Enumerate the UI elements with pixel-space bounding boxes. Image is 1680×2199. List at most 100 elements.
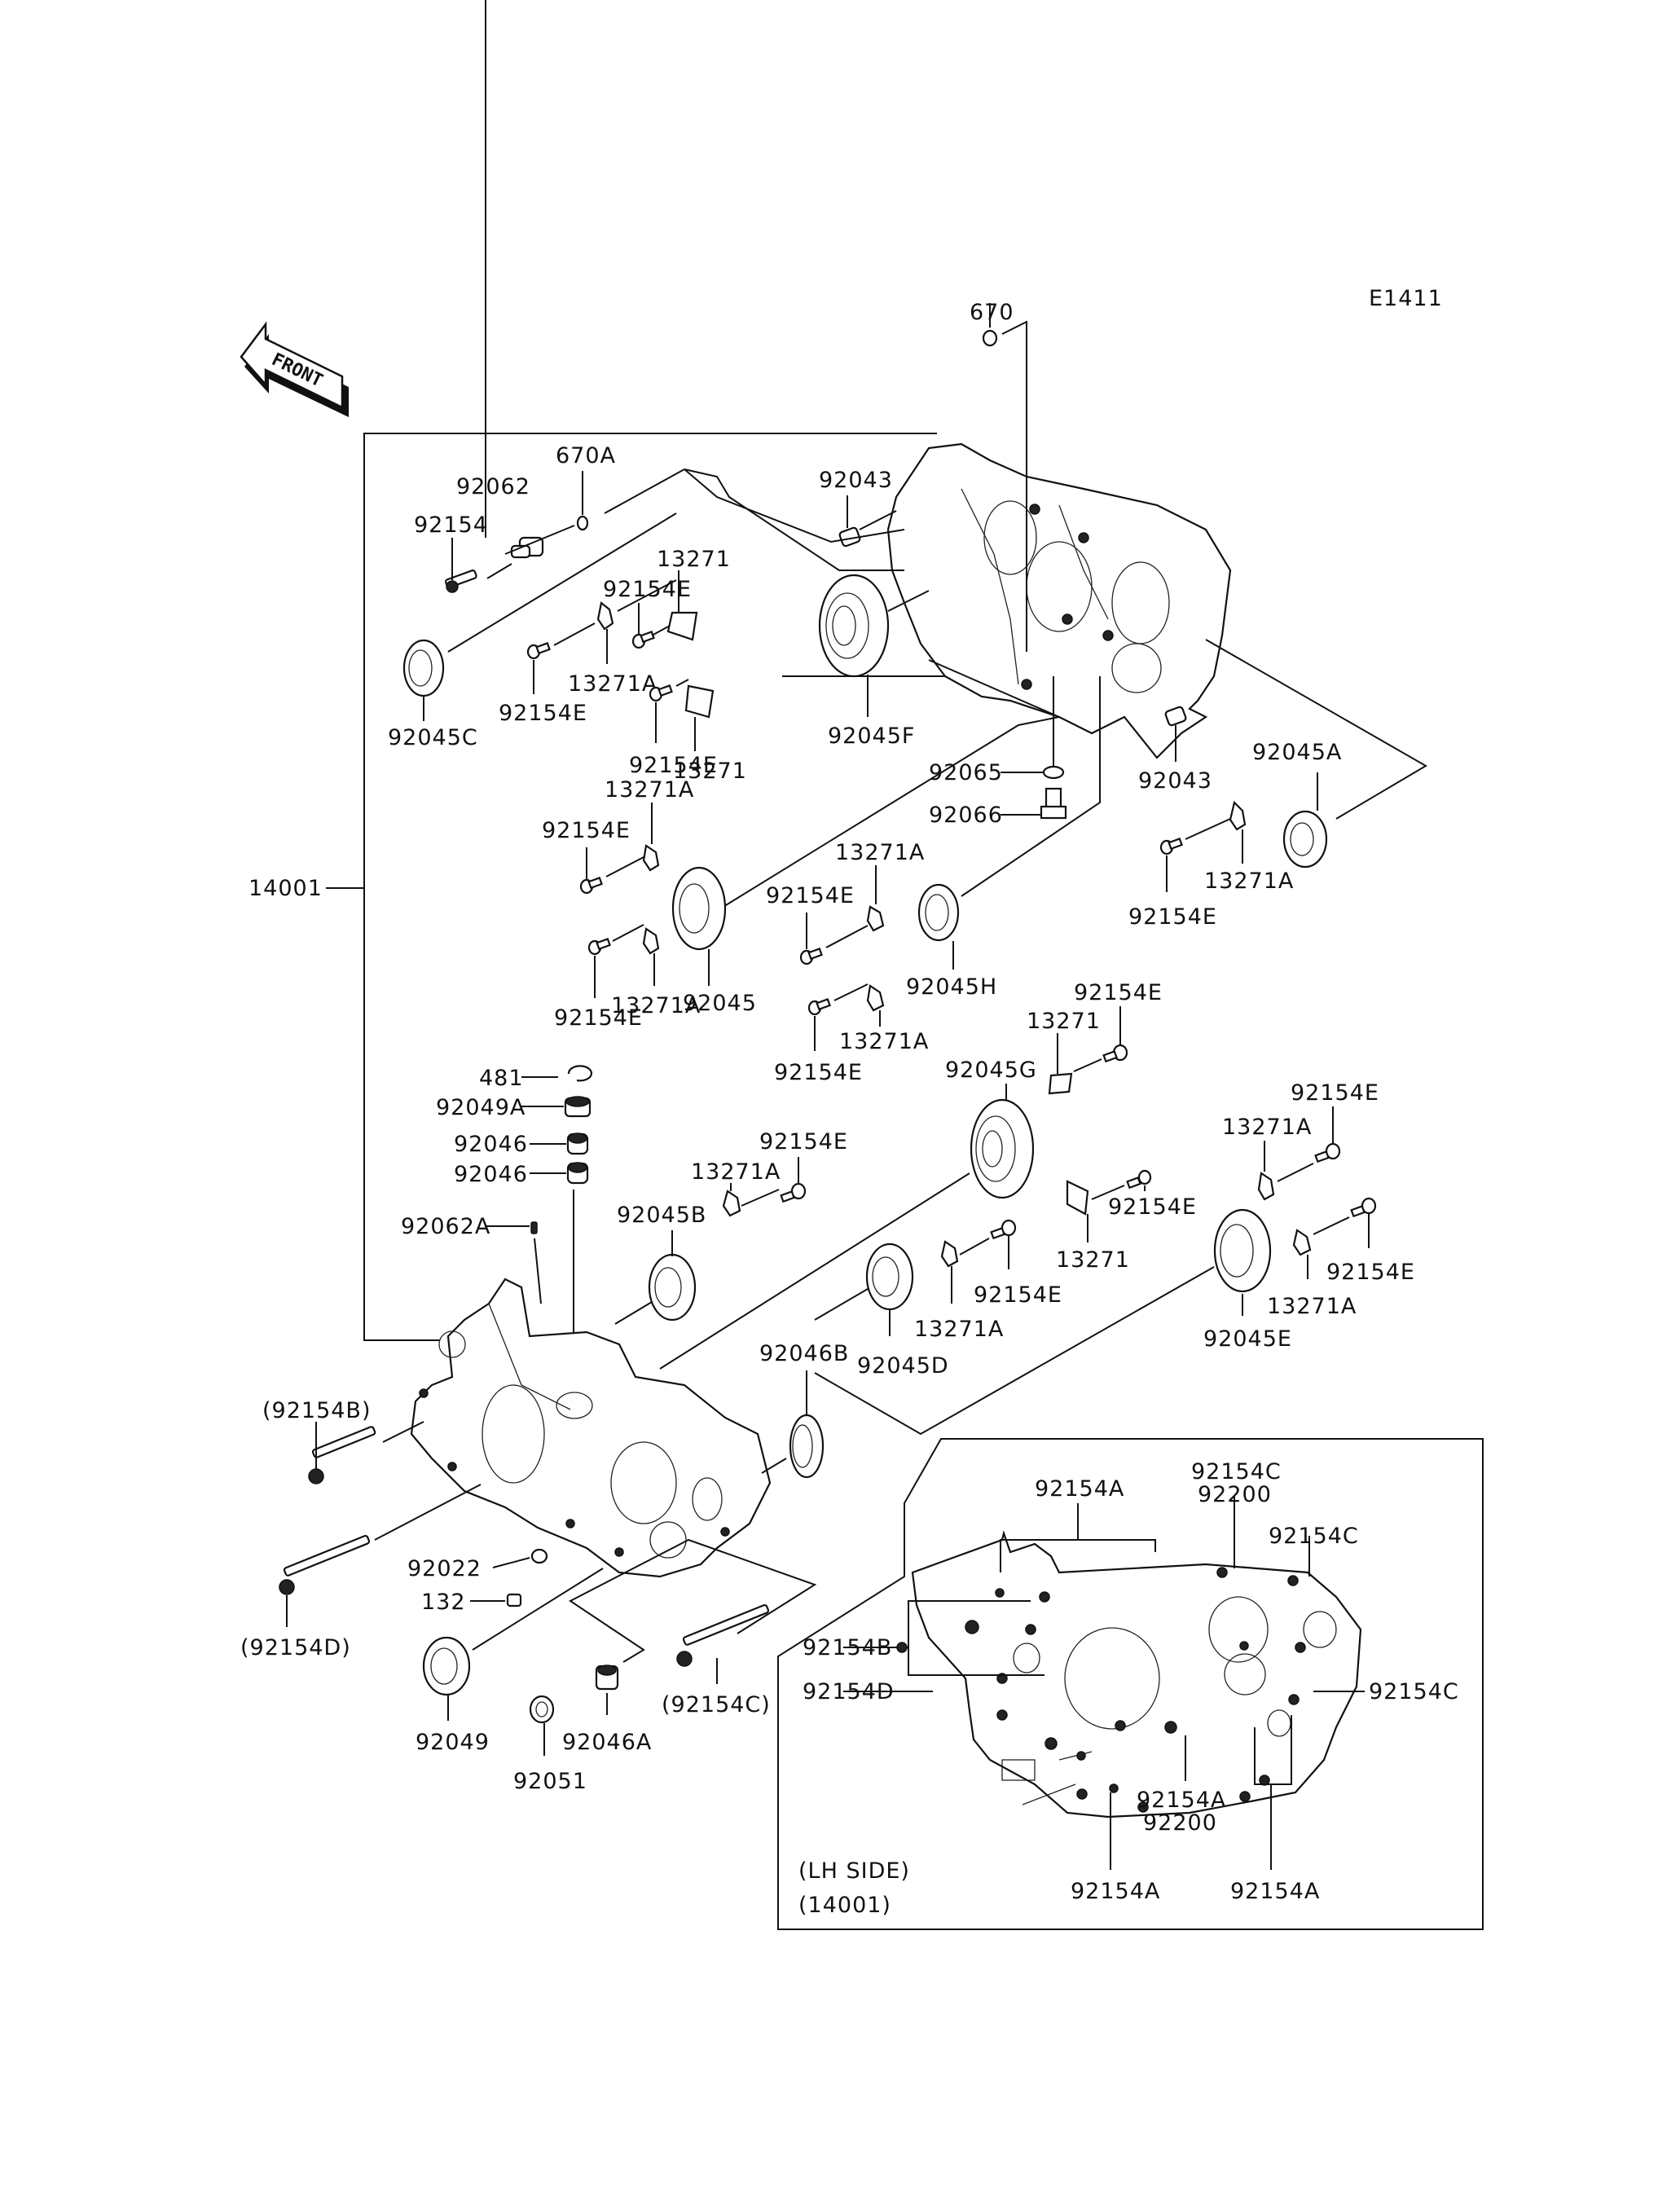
label-13271A-8: 13271A	[1267, 1294, 1357, 1319]
label-13271A-5: 13271A	[835, 840, 925, 865]
label-92154E-1: 92154E	[499, 701, 587, 726]
label-92046-1: 92046	[454, 1132, 528, 1157]
label-92045H: 92045H	[906, 974, 997, 1000]
bearing-92046B	[789, 1414, 825, 1479]
retainer-13271A-4	[642, 927, 660, 955]
diagram-id: E1411	[1369, 286, 1443, 311]
inset-assembly-ref: (14001)	[798, 1893, 891, 1918]
inset-side-label: (LH SIDE)	[798, 1858, 910, 1884]
label-92154E-8: 92154E	[774, 1060, 863, 1085]
label-92154D-paren: (92154D)	[240, 1635, 351, 1660]
seal-92049	[422, 1636, 471, 1696]
assembly-bracket	[326, 433, 937, 1341]
label-481: 481	[479, 1066, 524, 1091]
washer-92022	[530, 1548, 548, 1564]
retainer-plate-13271-d	[1066, 1180, 1089, 1216]
bearing-92045F	[818, 574, 890, 678]
label-92045E: 92045E	[1203, 1326, 1292, 1352]
label-13271A-10: 13271A	[914, 1317, 1004, 1342]
bolt-92154	[445, 570, 477, 593]
label-670: 670	[970, 300, 1014, 325]
bearing-92045D	[865, 1242, 914, 1311]
label-13271A-9: 13271A	[691, 1159, 781, 1185]
label-92154E-14: 92154E	[974, 1282, 1062, 1308]
plug-92062A	[530, 1221, 538, 1234]
inset-label-92154D: 92154D	[803, 1679, 895, 1704]
label-14001: 14001	[248, 876, 323, 901]
inset-label-92154A-bottom-right: 92154A	[1230, 1879, 1320, 1904]
inset-label-92154A-top: 92154A	[1035, 1476, 1124, 1502]
bolt-92154B	[308, 1426, 376, 1484]
inset-label-92154A-bottom-left: 92154A	[1071, 1879, 1160, 1904]
label-92154: 92154	[414, 512, 488, 538]
screw-92154E-1	[526, 642, 551, 660]
screw-92154E-11	[1314, 1142, 1341, 1163]
circlip-481	[567, 1065, 593, 1082]
retainer-plate-13271-b	[684, 684, 715, 719]
washer-92065	[1042, 765, 1065, 780]
label-132: 132	[421, 1590, 466, 1615]
label-13271-a: 13271	[657, 547, 731, 572]
label-92154E-9: 92154E	[1074, 980, 1163, 1005]
screw-92154E-2	[631, 631, 655, 649]
bolt-92154D	[279, 1534, 371, 1595]
label-92154C-paren: (92154C)	[662, 1692, 771, 1717]
label-92154E-11: 92154E	[1291, 1080, 1379, 1106]
label-92022: 92022	[407, 1556, 482, 1581]
dowel-pin-92043-bottom	[1164, 706, 1187, 727]
label-92049A: 92049A	[436, 1095, 526, 1120]
inset-label-92154A-92200-line1: 92154A	[1137, 1788, 1226, 1813]
label-92043-top: 92043	[819, 468, 893, 493]
retainer-13271A-6	[866, 984, 885, 1012]
label-92043-bottom: 92043	[1138, 768, 1212, 794]
label-92066: 92066	[929, 803, 1003, 828]
label-13271-d: 13271	[1056, 1247, 1130, 1273]
label-92049: 92049	[416, 1730, 490, 1755]
label-13271A-7: 13271A	[1222, 1115, 1312, 1140]
label-92065: 92065	[929, 760, 1003, 785]
label-92045B: 92045B	[617, 1203, 706, 1228]
bushing-92046A	[595, 1665, 619, 1691]
bushing-92046-1	[566, 1132, 589, 1155]
label-92154E-4: 92154E	[1128, 904, 1217, 930]
screw-92154E-10	[1126, 1169, 1152, 1190]
screw-92154E-5	[579, 877, 603, 895]
label-13271A-6: 13271A	[839, 1029, 929, 1054]
bearing-92045	[671, 866, 727, 951]
label-92046B: 92046B	[759, 1341, 849, 1366]
collar-92051	[529, 1695, 555, 1724]
bearing-92045E	[1213, 1208, 1272, 1293]
screw-92154E-13	[780, 1182, 807, 1203]
retainer-13271A-7	[1257, 1172, 1275, 1201]
screw-92154E-6	[587, 938, 611, 956]
label-92046-2: 92046	[454, 1162, 528, 1187]
screw-92154E-12	[1350, 1197, 1377, 1218]
inset-label-92154C-right-top: 92154C	[1269, 1524, 1359, 1549]
label-13271A-4: 13271A	[611, 993, 701, 1018]
label-92154E-5: 92154E	[542, 818, 631, 843]
plug-132	[506, 1593, 522, 1607]
label-13271A-2: 13271A	[1204, 869, 1294, 894]
label-92045F: 92045F	[828, 723, 915, 749]
label-92154B-paren: (92154B)	[262, 1398, 371, 1423]
retainer-plate-13271-a	[666, 611, 698, 641]
retainer-13271A-3	[642, 844, 660, 872]
label-92045D: 92045D	[857, 1353, 949, 1379]
label-13271A-3: 13271A	[605, 777, 694, 803]
drain-bolt-92066	[1040, 787, 1067, 820]
retainer-13271A-8	[1292, 1229, 1312, 1256]
label-92045G: 92045G	[945, 1058, 1037, 1083]
seal-92045H	[917, 883, 960, 942]
bearing-92045C	[402, 639, 445, 697]
retainer-13271A-10	[940, 1240, 959, 1268]
label-92154E-7: 92154E	[766, 883, 855, 908]
screw-92154E-9	[1102, 1044, 1128, 1063]
label-92154E-6: 92154E	[554, 1005, 643, 1031]
inset-frame	[777, 1438, 1484, 1930]
bearing-92045A	[1282, 810, 1328, 869]
o-ring-670	[982, 329, 998, 347]
front-arrow-icon: FRONT	[240, 321, 349, 417]
inset-label-92154C-92200-line1: 92154C	[1191, 1459, 1282, 1484]
